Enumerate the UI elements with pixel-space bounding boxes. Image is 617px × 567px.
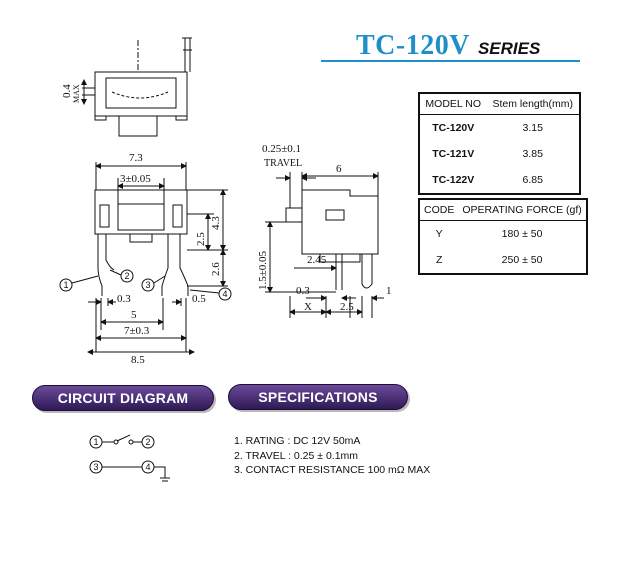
side-view-foot (319, 254, 361, 263)
pin-2 (105, 234, 115, 271)
top-view-bracket-right (175, 116, 188, 121)
side-view-hook (361, 254, 373, 289)
label-top-clearance-unit: MAX (72, 84, 81, 103)
code-cell: Z (435, 254, 443, 266)
model-table-header-model: MODEL NO (419, 93, 487, 115)
side-view (265, 172, 384, 318)
top-view-bracket-left (94, 116, 107, 121)
model-cell: TC-120V (432, 122, 475, 134)
label-0-5: 0.5 (192, 293, 206, 305)
model-table-header-length: Stem length(mm) (486, 93, 580, 115)
title-underline (321, 60, 580, 62)
label-1-5: 1.5±0.05 (257, 250, 269, 290)
label-4-3: 4.3 (210, 216, 222, 230)
switch-lever (116, 434, 131, 442)
label-8-5: 8.5 (131, 354, 145, 366)
force-cell: 180 ± 50 (501, 228, 543, 240)
side-view-stem (285, 207, 303, 223)
force-cell: 250 ± 50 (501, 254, 543, 266)
force-table-header-code: CODE (419, 199, 459, 221)
label-6: 6 (336, 163, 342, 175)
pin-label-3: 3 (145, 280, 150, 290)
circuit-label-2: 2 (145, 437, 150, 447)
circuit-diagram (89, 434, 170, 482)
top-view-stem (118, 115, 158, 137)
length-cell: 6.85 (522, 174, 543, 186)
front-view (59, 162, 232, 355)
table-row: Y 180 ± 50 (419, 221, 587, 248)
label-1: 1 (386, 285, 392, 297)
spec-item-travel: 2. TRAVEL : 0.25 ± 0.1mm (234, 449, 359, 462)
pin-3 (161, 234, 169, 296)
label-x: X (304, 301, 312, 313)
top-view-tab (183, 38, 192, 72)
top-view-arc (111, 91, 169, 99)
table-row: TC-122V 6.85 (419, 167, 580, 194)
label-stem-width: 3±0.05 (120, 173, 151, 185)
table-row: TC-120V 3.15 (419, 115, 580, 142)
label-top-clearance: 0.4 (61, 84, 73, 98)
pin-callout-4 (218, 287, 232, 301)
label-2-5-side: 2.5 (340, 301, 354, 313)
circuit-label-4: 4 (145, 462, 150, 472)
label-7: 7±0.3 (124, 325, 150, 337)
product-title: TC-120V SERIES (356, 30, 586, 64)
top-view-body (94, 71, 188, 117)
label-5: 5 (131, 309, 137, 321)
force-table: CODE OPERATING FORCE (gf) Y 180 ± 50 Z 2… (418, 198, 588, 275)
ground-icon (154, 466, 170, 482)
circuit-label-3: 3 (93, 462, 98, 472)
label-0-3: 0.3 (117, 293, 131, 305)
model-table-header: MODEL NO Stem length(mm) (419, 93, 580, 115)
front-view-slot-left (99, 204, 110, 228)
specifications-list: 1. RATING : DC 12V 50mA 2. TRAVEL : 0.25… (234, 434, 430, 478)
model-cell: TC-121V (432, 148, 475, 160)
top-view-inner (105, 77, 177, 109)
label-2-45: 2.45 (307, 254, 327, 266)
table-row: TC-121V 3.85 (419, 141, 580, 167)
pin-label-2: 2 (124, 271, 129, 281)
top-view (81, 37, 192, 137)
series-label: SERIES (477, 39, 541, 58)
pin-label-4: 4 (222, 289, 227, 299)
spec-item-resistance: 3. CONTACT RESISTANCE 100 mΩ MAX (234, 464, 431, 476)
pin-callout-1 (59, 278, 73, 292)
table-row: Z 250 ± 50 (419, 247, 587, 274)
label-2-5: 2.5 (195, 232, 207, 246)
label-body-width: 7.3 (129, 152, 143, 164)
label-0-3-side: 0.3 (296, 285, 310, 297)
label-2-6: 2.6 (210, 262, 222, 276)
pin-callout-2 (120, 269, 134, 283)
side-view-body (301, 189, 379, 255)
pin-1 (97, 234, 103, 296)
pin-callout-3 (141, 278, 155, 292)
length-cell: 3.85 (522, 148, 543, 160)
specifications-heading: SPECIFICATIONS (228, 384, 408, 410)
force-table-header: CODE OPERATING FORCE (gf) (419, 199, 587, 221)
model-table: MODEL NO Stem length(mm) TC-120V 3.15 TC… (418, 92, 581, 195)
front-view-slot-right (172, 204, 183, 228)
circuit-diagram-heading: CIRCUIT DIAGRAM (32, 385, 214, 411)
front-view-base (129, 233, 153, 243)
pin-4 (179, 234, 189, 296)
force-table-header-force: OPERATING FORCE (gf) (458, 199, 587, 221)
pin-label-1: 1 (63, 280, 68, 290)
label-travel-word: TRAVEL (264, 158, 302, 169)
spec-item-rating: 1. RATING : DC 12V 50mA (234, 435, 361, 447)
circuit-label-1: 1 (93, 437, 98, 447)
model-cell: TC-122V (432, 174, 475, 186)
code-cell: Y (435, 228, 443, 240)
side-view-window (325, 209, 345, 221)
model-name: TC-120V (356, 30, 470, 61)
front-view-stem (117, 203, 165, 231)
length-cell: 3.15 (522, 122, 543, 134)
label-travel: 0.25±0.1 (262, 143, 301, 155)
side-view-terminal (335, 254, 343, 290)
